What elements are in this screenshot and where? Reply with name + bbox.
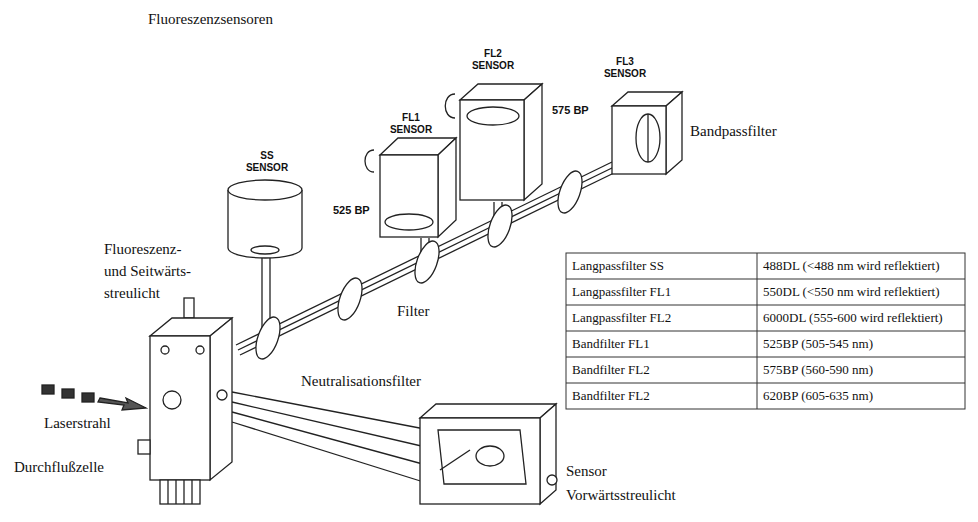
optical-filter — [483, 202, 517, 250]
fl1-sensor-cube — [380, 155, 438, 237]
forward-scatter-bundle — [232, 422, 430, 484]
optical-filter — [333, 275, 367, 323]
filter-name: 525 BP — [332, 204, 371, 217]
fl3-sensor-cube — [636, 114, 660, 162]
section-title: Fluoreszenzsensoren — [148, 8, 273, 30]
forward-scatter-bundle — [232, 392, 430, 430]
filter-table-grid — [566, 331, 965, 332]
table-cell: 525BP (505-545 nm) — [763, 336, 873, 352]
laser-beam-arrow — [98, 398, 146, 410]
fl2-sensor-cube — [467, 107, 519, 125]
flow-cell — [191, 480, 192, 504]
flow-cell — [163, 391, 181, 409]
sensor-name: SS SENSOR — [240, 150, 294, 174]
fl1-sensor-cube — [365, 138, 456, 237]
forward-scatter-sensor — [420, 404, 557, 504]
flow-cell — [210, 318, 232, 480]
ss-sensor-cylinder — [251, 246, 279, 254]
filter-table-grid — [566, 305, 965, 306]
ss-sensor-cylinder — [228, 180, 302, 258]
filter-table-grid — [566, 383, 965, 384]
fl3-sensor-cube — [612, 92, 682, 174]
fl3-sensor-cube — [612, 106, 666, 174]
filter-table-grid — [566, 279, 965, 280]
fl2-sensor-cube — [524, 84, 542, 200]
forward-scatter-sensor — [540, 404, 556, 504]
flow-cell — [167, 480, 168, 504]
flow-cell — [138, 298, 232, 504]
forward-scatter-bundle — [232, 402, 430, 448]
part-label: Vorwärtsstreulicht — [566, 484, 676, 506]
table-cell: Bandfilter FL2 — [572, 388, 650, 404]
part-label: Neutralisationsfilter — [300, 370, 422, 392]
table-cell: 620BP (605-635 nm) — [763, 388, 873, 404]
fl1-sensor-cube — [365, 150, 374, 172]
table-cell: 575BP (560-590 nm) — [763, 362, 873, 378]
flow-cell — [196, 346, 204, 354]
optical-filter — [410, 238, 444, 286]
part-label: Sensor — [566, 460, 607, 482]
laser-beam-arrow — [42, 385, 54, 394]
laser-beam-arrow — [82, 393, 94, 402]
part-label: Filter — [396, 300, 431, 322]
forward-scatter-bundle — [232, 412, 430, 466]
fl2-sensor-cube — [460, 100, 524, 200]
table-cell: Langpassfilter FL2 — [572, 310, 671, 326]
table-cell: Langpassfilter FL1 — [572, 284, 671, 300]
flow-cell — [161, 346, 169, 354]
forward-scatter-sensor — [547, 475, 557, 485]
filter-table-grid — [566, 357, 965, 358]
fl2-sensor-cube — [445, 84, 542, 200]
sensor-name: FL3 SENSOR — [598, 56, 652, 80]
optical-filter — [251, 314, 285, 362]
sensor-beams — [261, 258, 262, 330]
sensor-beams — [269, 258, 270, 327]
table-cell: Bandfilter FL1 — [572, 336, 650, 352]
fl3-sensor-cube — [666, 92, 682, 174]
filter-name: 575 BP — [551, 104, 590, 117]
table-cell: 6000DL (555-600 wird reflektiert) — [763, 310, 943, 326]
fl2-sensor-cube — [445, 94, 455, 118]
table-cell: Bandfilter FL2 — [572, 362, 650, 378]
part-label: Fluoreszenz- und Seitwärts- streulicht — [104, 238, 192, 304]
flow-cell — [183, 480, 184, 504]
fl1-sensor-cube — [385, 214, 433, 230]
flow-cell — [150, 336, 210, 480]
part-label: Durchflußzelle — [14, 456, 104, 478]
laser-beam-arrow — [62, 389, 74, 398]
table-cell: Langpassfilter SS — [572, 258, 664, 274]
flow-cell — [184, 298, 194, 318]
table-cell: 488DL (<488 nm wird reflektiert) — [763, 258, 940, 274]
table-cell: 550DL (<550 nm wird reflektiert) — [763, 284, 940, 300]
flow-cell — [175, 480, 176, 504]
sensor-name: FL1 SENSOR — [384, 112, 438, 136]
part-label: Bandpassfilter — [690, 120, 777, 142]
forward-scatter-sensor — [440, 450, 470, 470]
flow-cell — [138, 440, 150, 454]
flow-cell — [217, 390, 227, 400]
ss-sensor-cylinder — [228, 180, 302, 200]
forward-scatter-sensor — [420, 404, 556, 418]
flow-cell — [160, 480, 200, 504]
optical-filter — [553, 168, 587, 216]
filter-table-grid — [566, 253, 965, 409]
sensor-name: FL2 SENSOR — [466, 48, 520, 72]
part-label: Laserstrahl — [44, 412, 111, 434]
forward-scatter-bundle — [232, 392, 430, 484]
filter-table-grid — [566, 253, 965, 409]
fl1-sensor-cube — [438, 138, 456, 237]
laser-beam-arrow — [42, 385, 146, 410]
cytometer-illustration — [42, 84, 965, 504]
forward-scatter-sensor — [438, 430, 526, 484]
fl3-sensor-cube — [647, 114, 648, 162]
forward-scatter-sensor — [420, 418, 540, 504]
forward-scatter-sensor — [476, 446, 504, 466]
